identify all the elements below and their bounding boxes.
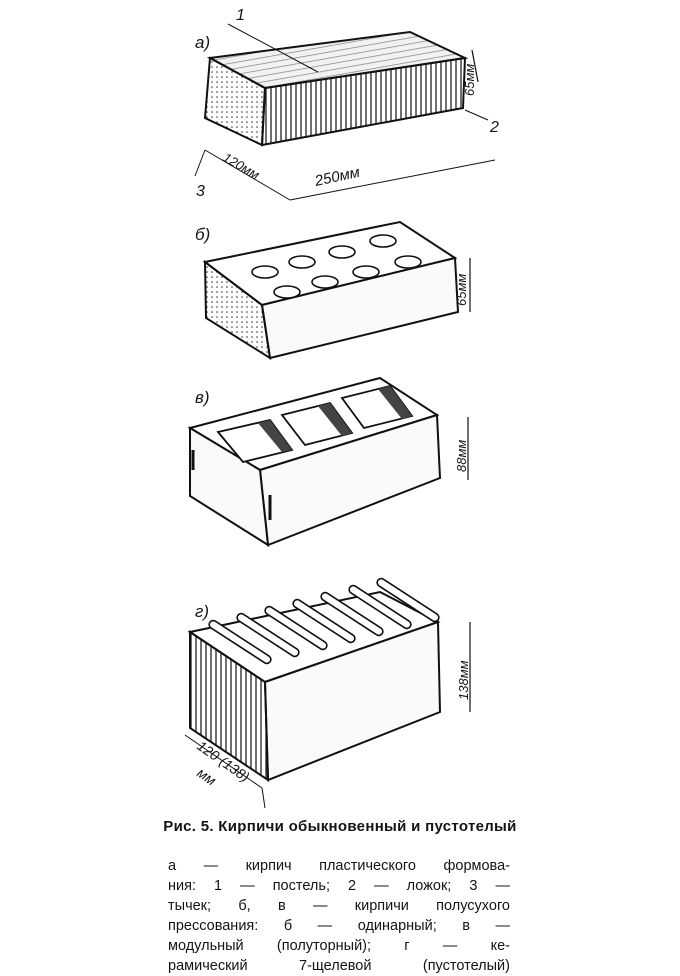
brick-b-letter: б) [195, 225, 210, 244]
caption-line: модульный (полуторный); г — ке- [168, 938, 510, 954]
brick-a-length-dim: 250мм [312, 164, 361, 190]
brick-c-letter: в) [195, 388, 210, 407]
brick-c [187, 376, 469, 547]
caption-line: ния: 1 — постель; 2 — ложок; 3 — [168, 878, 510, 894]
caption-line: а — кирпич пластического формова- [168, 858, 510, 874]
brick-a-height-dim: 65мм [462, 64, 477, 96]
brick-d-letter: г) [195, 602, 209, 621]
brick-a-letter: а) [195, 33, 210, 52]
brick-illustrations: а) 1 2 3 65мм 250мм 120мм б) 65мм [184, 7, 499, 809]
brick-d [184, 577, 471, 809]
figure-caption-body: а — кирпич пластического формова- ния: 1… [168, 856, 510, 976]
brick-a-width-dim: 120мм [221, 150, 263, 183]
brick-a-marker-2: 2 [489, 119, 499, 136]
brick-b [202, 220, 471, 361]
brick-a [194, 23, 496, 201]
caption-line: рамический 7-щелевой (пустотелый) [168, 958, 510, 974]
brick-a-marker-1: 1 [236, 7, 245, 24]
brick-d-height-dim: 138мм [456, 660, 471, 700]
figure-caption-title: Рис. 5. Кирпичи обыкновенный и пустотелы… [163, 818, 517, 835]
brick-c-height-dim: 88мм [454, 440, 469, 472]
caption-line: прессования: б — одинарный; в — [168, 918, 510, 934]
brick-b-height-dim: 65мм [454, 274, 469, 306]
caption-line: тычек; б, в — кирпичи полусухого [168, 898, 510, 914]
brick-a-marker-3: 3 [196, 183, 205, 200]
brick-d-width-unit: мм [194, 764, 219, 788]
